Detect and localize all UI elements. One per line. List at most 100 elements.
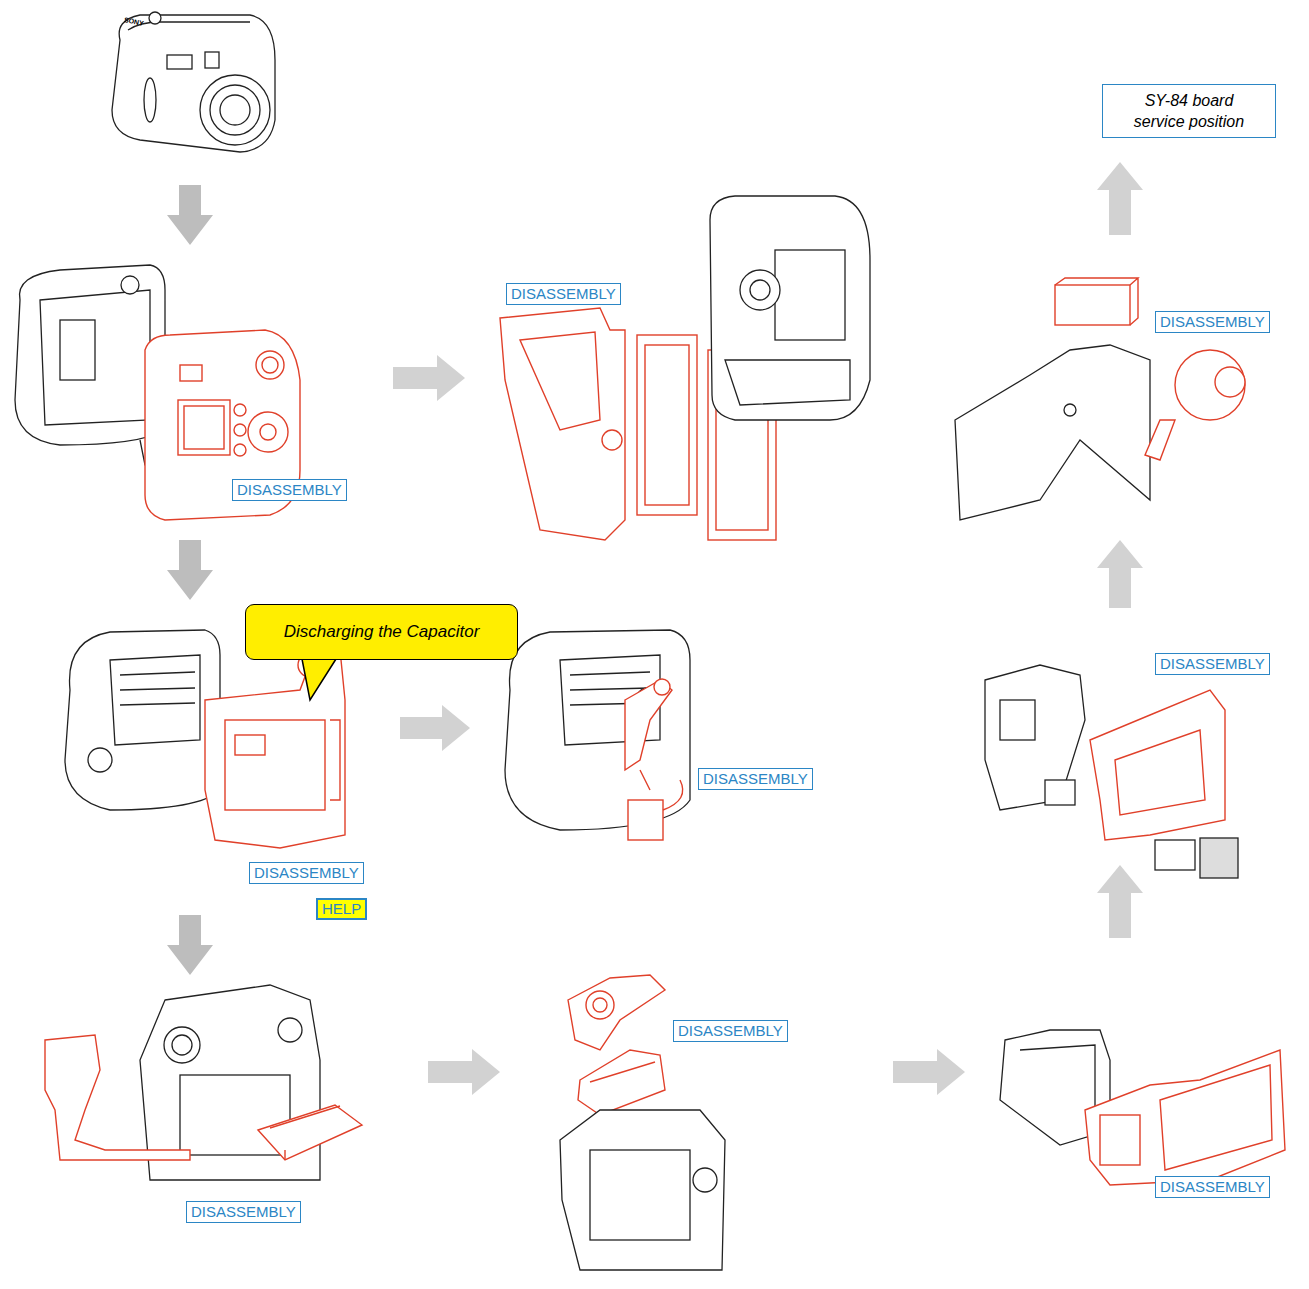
frame-drawing-part xyxy=(602,430,622,450)
node-text: DISASSEMBLY xyxy=(1160,1178,1265,1196)
board-drawing-part xyxy=(1100,1115,1140,1165)
rear-cover-drawing-part xyxy=(260,424,276,440)
frame-drawing-part xyxy=(1200,838,1238,878)
flash-part-drawing-part xyxy=(625,680,672,770)
board-drawing xyxy=(1090,690,1225,840)
cabinet-drawing xyxy=(710,196,870,420)
part-drawing-part xyxy=(593,998,607,1012)
board-drawing-part xyxy=(270,1106,340,1160)
flow-arrow-part xyxy=(167,915,213,975)
disassembly-link: DISASSEMBLY xyxy=(1155,653,1270,675)
frame-drawing-part xyxy=(985,665,1085,810)
lens-block-drawing-part xyxy=(1175,350,1245,420)
rear-cover-drawing-part xyxy=(248,412,288,452)
node-text: DISASSEMBLY xyxy=(703,770,808,788)
flow-arrow-part xyxy=(167,540,213,600)
frame-drawing xyxy=(560,1110,725,1270)
disassembly-link: DISASSEMBLY xyxy=(673,1020,788,1042)
board-drawing-part xyxy=(1160,1065,1272,1170)
camera-drawing-part xyxy=(112,15,275,152)
flow-arrow-part xyxy=(428,1049,500,1095)
lens-block-drawing-part xyxy=(1055,285,1130,325)
cabinet-drawing-part xyxy=(740,270,780,310)
body-drawing xyxy=(65,630,220,810)
part-drawing-part xyxy=(578,1050,665,1115)
flow-arrow-part xyxy=(400,705,470,751)
board-drawing-part xyxy=(1085,1050,1285,1185)
body-drawing-part xyxy=(60,320,95,380)
part-drawing-part xyxy=(586,991,614,1019)
assembly-drawing-part xyxy=(164,1027,200,1063)
board-drawing xyxy=(1085,1050,1285,1185)
node-text: Discharging the Capacitor xyxy=(284,622,480,642)
body-drawing-part xyxy=(65,630,220,810)
board-drawing-part xyxy=(1115,730,1205,815)
disassembly-link: DISASSEMBLY xyxy=(698,768,813,790)
part-drawing-part xyxy=(590,1062,655,1082)
camera-drawing-part xyxy=(205,52,219,68)
body-drawing-part xyxy=(110,655,200,745)
camera-drawing-part xyxy=(128,22,250,30)
frame-drawing-part xyxy=(693,1168,717,1192)
rear-cover-drawing-part xyxy=(234,444,246,456)
node-text: DISASSEMBLY xyxy=(191,1203,296,1221)
flash-part-drawing-part xyxy=(654,679,670,695)
flow-arrow-part xyxy=(393,355,465,401)
lens-block-drawing xyxy=(1055,278,1245,460)
main-frame-drawing-part xyxy=(235,735,265,755)
disassembly-link: DISASSEMBLY xyxy=(506,283,621,305)
frame-drawing-part xyxy=(1000,700,1035,740)
cabinet-drawing-part xyxy=(775,250,845,340)
board-drawing-part xyxy=(45,1035,190,1160)
flash-part-drawing-part xyxy=(640,770,650,790)
body-drawing-part xyxy=(88,748,112,772)
rear-cover-drawing-part xyxy=(180,365,202,381)
rear-cover-drawing-part xyxy=(184,406,224,449)
camera-drawing xyxy=(112,12,275,152)
frame-drawing-part xyxy=(645,345,689,505)
camera-drawing-part xyxy=(144,78,156,122)
node-text: DISASSEMBLY xyxy=(678,1022,783,1040)
camera-drawing-part xyxy=(220,95,250,125)
frame-drawing xyxy=(955,345,1150,520)
disassembly-link: DISASSEMBLY xyxy=(186,1201,301,1223)
frame-drawing-part xyxy=(955,345,1150,520)
frame-drawing-part xyxy=(1155,840,1195,870)
bubble-tail xyxy=(302,659,336,700)
node-text: DISASSEMBLY xyxy=(254,864,359,882)
body-drawing xyxy=(15,265,165,470)
board-drawing-part xyxy=(258,1105,362,1160)
lens-block-drawing-part xyxy=(1055,278,1138,325)
main-frame-drawing-part xyxy=(205,650,345,848)
cabinet-drawing-part xyxy=(750,280,770,300)
assembly-drawing-part xyxy=(172,1035,192,1055)
rear-cover-drawing-part xyxy=(234,424,246,436)
rear-cover-drawing-part xyxy=(234,404,246,416)
frame-drawing-part xyxy=(1045,780,1075,805)
node-text: HELP xyxy=(322,900,361,918)
disassembly-link: DISASSEMBLY xyxy=(1155,1176,1270,1198)
lens-block-drawing-part xyxy=(1145,420,1175,460)
main-frame-drawing-part xyxy=(330,720,340,800)
flow-arrow-part xyxy=(1097,865,1143,938)
body-drawing-part xyxy=(15,265,165,445)
flash-part-drawing-part xyxy=(663,780,683,810)
node-text: DISASSEMBLY xyxy=(1160,313,1265,331)
disassembly-link: DISASSEMBLY xyxy=(232,479,347,501)
frame-drawing-part xyxy=(637,335,697,515)
board-drawing-part xyxy=(1090,690,1225,840)
camera-drawing-part xyxy=(167,55,192,69)
part-drawing-part xyxy=(568,975,665,1050)
frame-drawing-part xyxy=(560,1110,725,1270)
lens-block-drawing-part xyxy=(1215,367,1245,397)
node-text: DISASSEMBLY xyxy=(1160,655,1265,673)
camera-drawing-part xyxy=(210,85,260,135)
flow-arrow-part xyxy=(167,185,213,245)
node-text: DISASSEMBLY xyxy=(511,285,616,303)
cabinet-drawing-part xyxy=(710,196,870,420)
flash-part-drawing xyxy=(625,679,683,840)
part-drawing xyxy=(568,975,665,1115)
board-drawing xyxy=(45,1035,362,1160)
